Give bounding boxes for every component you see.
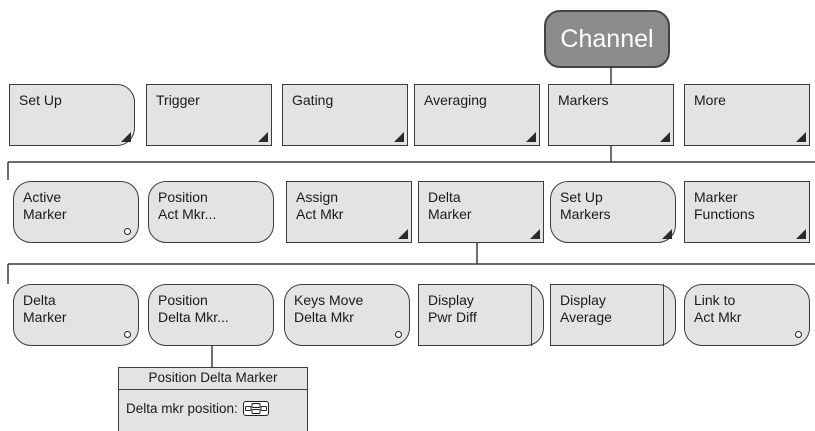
check-bar-icon — [662, 284, 664, 346]
channel-root-key[interactable]: Channel — [544, 10, 670, 68]
key-label: Link to Act Mkr — [694, 292, 742, 325]
key-marker-functions[interactable]: Marker Functions — [684, 181, 810, 243]
key-set-up-markers[interactable]: Set Up Markers — [550, 181, 676, 243]
key-position-act-mkr[interactable]: Position Act Mkr... — [148, 181, 274, 243]
check-bar-icon — [530, 284, 532, 346]
submenu-corner-icon — [398, 229, 408, 239]
key-keys-move-delta-mkr[interactable]: Keys Move Delta Mkr — [284, 284, 410, 346]
key-more[interactable]: More — [684, 84, 810, 146]
key-markers[interactable]: Markers — [548, 84, 674, 146]
key-label: Assign Act Mkr — [296, 189, 344, 222]
submenu-corner-icon — [662, 229, 672, 239]
key-display-average[interactable]: Display Average — [550, 284, 676, 346]
key-label: Averaging — [424, 92, 487, 108]
dialog-body: Delta mkr position: — [119, 390, 307, 416]
key-label: Active Marker — [23, 189, 67, 222]
key-averaging[interactable]: Averaging — [414, 84, 540, 146]
key-link-to-act-mkr[interactable]: Link to Act Mkr — [684, 284, 810, 346]
submenu-corner-icon — [526, 132, 536, 142]
key-assign-act-mkr[interactable]: Assign Act Mkr — [286, 181, 412, 243]
key-display-pwr-diff[interactable]: Display Pwr Diff — [418, 284, 544, 346]
submenu-corner-icon — [258, 132, 268, 142]
key-label: Set Up Markers — [560, 189, 611, 222]
key-trigger[interactable]: Trigger — [146, 84, 272, 146]
delta-mkr-position-label: Delta mkr position: — [126, 401, 238, 416]
key-label: Delta Marker — [23, 292, 67, 325]
submenu-corner-icon — [660, 132, 670, 142]
key-gating[interactable]: Gating — [282, 84, 408, 146]
toggle-circle-icon — [795, 331, 802, 338]
toggle-circle-icon — [124, 331, 131, 338]
toggle-circle-icon — [395, 331, 402, 338]
submenu-corner-icon — [530, 229, 540, 239]
submenu-corner-icon — [394, 132, 404, 142]
key-active-marker[interactable]: Active Marker — [13, 181, 139, 243]
channel-root-label: Channel — [560, 24, 654, 53]
submenu-corner-icon — [796, 229, 806, 239]
key-label: Display Pwr Diff — [428, 292, 477, 325]
position-delta-marker-dialog: Position Delta Marker Delta mkr position… — [118, 367, 308, 431]
key-delta-marker-toggle[interactable]: Delta Marker — [13, 284, 139, 346]
key-set-up[interactable]: Set Up — [9, 84, 135, 146]
key-label: Marker Functions — [694, 189, 755, 222]
key-position-delta-mkr[interactable]: Position Delta Mkr... — [148, 284, 274, 346]
toggle-circle-icon — [124, 228, 131, 235]
submenu-corner-icon — [121, 132, 131, 142]
submenu-corner-icon — [796, 132, 806, 142]
key-label: Delta Marker — [428, 189, 472, 222]
key-label: Trigger — [156, 92, 200, 108]
key-delta-marker[interactable]: Delta Marker — [418, 181, 544, 243]
key-label: Keys Move Delta Mkr — [294, 292, 364, 325]
key-label: Position Act Mkr... — [158, 189, 217, 222]
key-label: Gating — [292, 92, 334, 108]
key-label: More — [694, 92, 726, 108]
key-label: Position Delta Mkr... — [158, 292, 229, 325]
dialog-title: Position Delta Marker — [119, 368, 307, 390]
arrow-keypad-icon[interactable] — [242, 401, 269, 416]
key-label: Display Average — [560, 292, 612, 325]
key-label: Markers — [558, 92, 609, 108]
key-label: Set Up — [19, 92, 62, 108]
